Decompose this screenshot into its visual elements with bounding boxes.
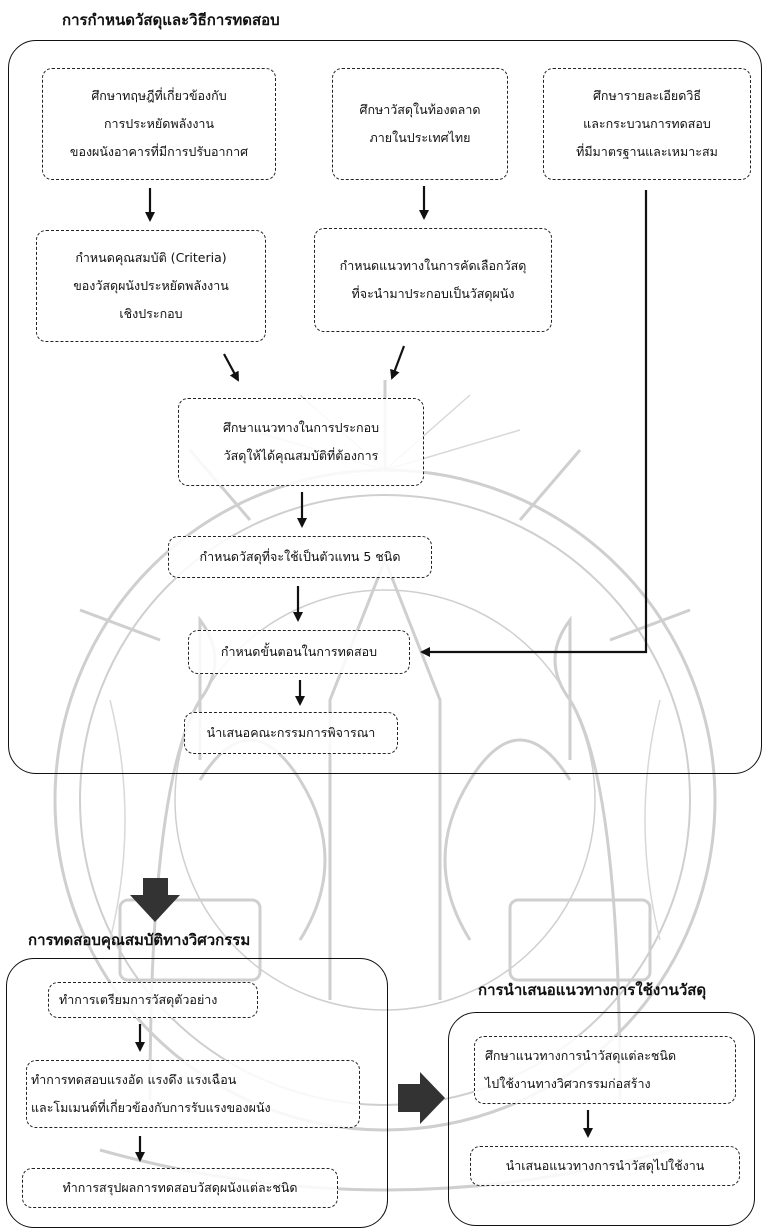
- present-usage-box: นำเสนอแนวทางการนำวัสดุไปใช้งาน: [470, 1146, 740, 1186]
- criteria-box: กำหนดคุณสมบัติ (Criteria) ของวัสดุผนังปร…: [36, 230, 266, 342]
- section1-title: การกำหนดวัสดุและวิธีการทดสอบ: [62, 11, 280, 29]
- strength-testing-box: ทำการทดสอบแรงอัด แรงดึง แรงเฉือน และโมเม…: [26, 1060, 360, 1128]
- prepare-samples-box: ทำการเตรียมการวัสดุตัวอย่าง: [48, 982, 258, 1018]
- theory-study-box: ศึกษาทฤษฎีที่เกี่ยวข้องกับ การประหยัดพลั…: [42, 68, 276, 180]
- section1-frame: [8, 40, 762, 774]
- selection-guideline-box: กำหนดแนวทางในการคัดเลือกวัสดุ ที่จะนำมาป…: [314, 228, 552, 332]
- section3-frame: [448, 1012, 755, 1226]
- section2-title: การทดสอบคุณสมบัติทางวิศวกรรม: [28, 931, 251, 949]
- study-usage-box: ศึกษาแนวทางการนำวัสดุแต่ละชนิด ไปใช้งานท…: [474, 1036, 736, 1104]
- section2-frame: [6, 958, 388, 1228]
- section3-title: การนำเสนอแนวทางการใช้งานวัสดุ: [478, 981, 707, 999]
- market-study-box: ศึกษาวัสดุในท้องตลาด ภายในประเทศไทย: [332, 68, 508, 180]
- test-method-study-box: ศึกษารายละเอียดวิธี และกระบวนการทดสอบ ที…: [543, 68, 751, 180]
- committee-box: นำเสนอคณะกรรมการพิจารณา: [184, 712, 398, 754]
- assembly-study-box: ศึกษาแนวทางในการประกอบ วัสดุให้ได้คุณสมบ…: [178, 398, 424, 486]
- specify-five-materials-box: กำหนดวัสดุที่จะใช้เป็นตัวแทน 5 ชนิด: [168, 536, 432, 578]
- test-steps-box: กำหนดขั้นตอนในการทดสอบ: [188, 630, 410, 674]
- test-summary-box: ทำการสรุปผลการทดสอบวัสดุผนังแต่ละชนิด: [22, 1168, 338, 1208]
- block-arrow-down: [130, 878, 180, 922]
- block-arrow-right: [398, 1072, 445, 1124]
